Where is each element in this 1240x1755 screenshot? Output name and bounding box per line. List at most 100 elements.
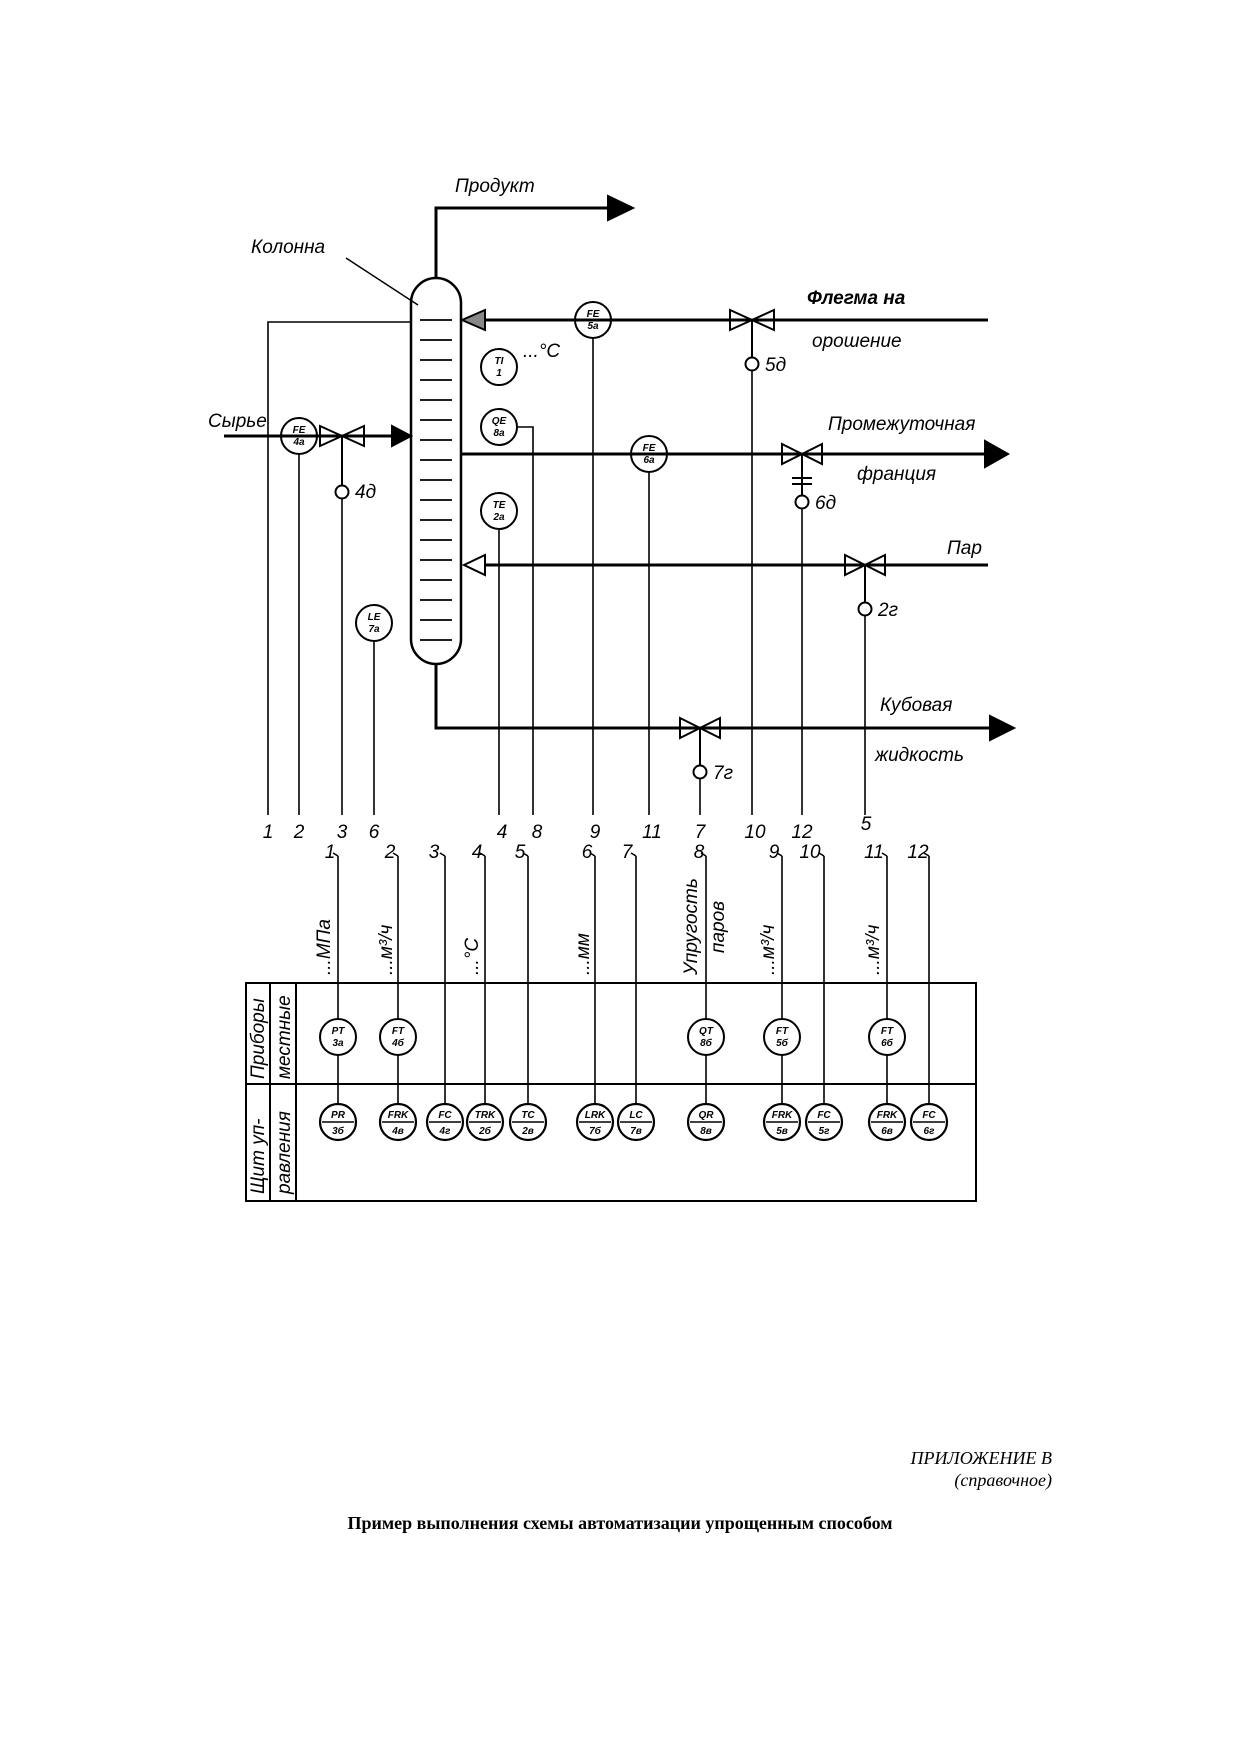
figure-caption: Пример выполнения схемы автоматизации уп… bbox=[347, 1513, 893, 1533]
local-instrument-letters: FT bbox=[881, 1026, 894, 1037]
intermediate-label-2: франция bbox=[857, 464, 936, 485]
panel-instruments: PR 3б FRK 4в FC 4г TRK 2б TC 2в LRK 7б L… bbox=[331, 1110, 936, 1137]
le-number: 7а bbox=[368, 624, 380, 635]
local-instrument-letters: FT bbox=[392, 1026, 405, 1037]
qe-number: 8а bbox=[493, 428, 505, 439]
lower-number: 9 bbox=[769, 842, 780, 863]
appendix-heading: ПРИЛОЖЕНИЕ В (справочное) bbox=[911, 1447, 1052, 1491]
local-instrument-letters: QT bbox=[699, 1026, 714, 1037]
control-panel-table bbox=[245, 982, 977, 1202]
actuator-6d-label: 6д bbox=[815, 493, 836, 514]
panel-instrument-number: 8в bbox=[700, 1126, 712, 1137]
unit-vapour-1: Упругость bbox=[681, 878, 702, 976]
intermediate-label-1: Промежуточная bbox=[828, 414, 975, 435]
unit-vapour-2: паров bbox=[708, 901, 729, 953]
reflux-line bbox=[459, 308, 988, 372]
bottoms-line bbox=[434, 664, 1017, 780]
upper-number: 10 bbox=[744, 822, 766, 843]
appendix-title: ПРИЛОЖЕНИЕ В bbox=[910, 1448, 1052, 1468]
le-letters: LE bbox=[368, 612, 381, 623]
panel-instrument-letters: FC bbox=[922, 1110, 936, 1121]
panel-instrument-number: 4в bbox=[391, 1126, 404, 1137]
upper-number: 5 bbox=[861, 814, 872, 835]
panel-row-labels: Приборы местные Щит уп- равления bbox=[248, 995, 295, 1195]
lower-number: 6 bbox=[582, 842, 593, 863]
fe5-letters: FE bbox=[587, 309, 600, 320]
actuator-4d-label: 4д bbox=[355, 482, 376, 503]
upper-number: 6 bbox=[369, 822, 380, 843]
row-local-label-2: местные bbox=[274, 995, 295, 1079]
lower-number: 5 bbox=[515, 842, 526, 863]
ti-letters: TI bbox=[495, 356, 504, 367]
fe4-letters: FE bbox=[293, 425, 306, 436]
lower-number: 12 bbox=[907, 842, 929, 863]
panel-instrument-number: 3б bbox=[332, 1125, 345, 1137]
reflux-label-1: Флегма на bbox=[807, 288, 906, 309]
upper-line-numbers: 1 2 3 6 4 8 9 11 7 10 12 5 bbox=[263, 814, 872, 843]
panel-instrument-number: 4г bbox=[439, 1126, 452, 1137]
upper-number: 7 bbox=[695, 822, 707, 843]
unit-flow-6: ...м³/ч bbox=[863, 925, 884, 975]
bottoms-label-1: Кубовая bbox=[880, 695, 952, 716]
reflux-label-2: орошение bbox=[812, 331, 902, 352]
panel-instrument-number: 2в bbox=[521, 1126, 534, 1137]
panel-instrument-letters: FC bbox=[438, 1110, 452, 1121]
unit-pressure: ...МПа bbox=[314, 919, 335, 975]
steam-label: Пар bbox=[947, 538, 982, 559]
local-instrument-number: 6б bbox=[881, 1037, 894, 1049]
panel-instrument-letters: LRK bbox=[585, 1110, 606, 1121]
upper-number: 11 bbox=[642, 822, 662, 843]
upper-number: 1 bbox=[263, 822, 274, 843]
feed-label: Сырье bbox=[208, 411, 267, 432]
panel-instrument-letters: QR bbox=[699, 1110, 715, 1121]
unit-temperature: ...°С bbox=[462, 938, 483, 975]
panel-instrument-number: 7б bbox=[589, 1125, 602, 1137]
panel-instrument-number: 5г bbox=[819, 1126, 831, 1137]
column-trays bbox=[420, 319, 452, 641]
local-instruments: PT 3а FT 4б QT 8б FT 5б FT 6б bbox=[332, 1026, 894, 1049]
local-instrument-number: 3а bbox=[332, 1038, 344, 1049]
actuator-7g-label: 7г bbox=[713, 763, 733, 784]
upper-number: 12 bbox=[791, 822, 813, 843]
panel-instrument-number: 7в bbox=[630, 1126, 642, 1137]
distillation-column bbox=[409, 276, 463, 666]
row-panel-label-1: Щит уп- bbox=[248, 1119, 269, 1195]
unit-flow-5: ...м³/ч bbox=[758, 925, 779, 975]
lower-number: 3 bbox=[429, 842, 440, 863]
lower-number: 1 bbox=[325, 842, 336, 863]
lower-number: 10 bbox=[799, 842, 821, 863]
fe6-number: 6а bbox=[643, 455, 655, 466]
panel-instrument-letters: FC bbox=[817, 1110, 831, 1121]
measurement-units: ...МПа ...м³/ч ...°С ...мм Упругость пар… bbox=[314, 878, 884, 976]
ti-unit: ...°С bbox=[523, 341, 560, 362]
te-number: 2а bbox=[492, 512, 505, 523]
upper-number: 4 bbox=[497, 822, 508, 843]
lower-number: 8 bbox=[694, 842, 705, 863]
fe6-letters: FE bbox=[643, 443, 656, 454]
local-instrument-number: 5б bbox=[776, 1037, 789, 1049]
unit-level: ...мм bbox=[573, 933, 594, 975]
automation-scheme-diagram: Продукт Колонна Флегма на орошение Сырье… bbox=[208, 176, 1017, 1202]
row-local-label-1: Приборы bbox=[248, 998, 269, 1079]
lower-number: 4 bbox=[472, 842, 483, 863]
product-label: Продукт bbox=[455, 176, 535, 197]
te-letters: TE bbox=[493, 500, 506, 511]
local-instrument-number: 8б bbox=[700, 1037, 713, 1049]
panel-instrument-number: 6г bbox=[924, 1126, 936, 1137]
panel-instrument-letters: PR bbox=[331, 1110, 346, 1121]
panel-instrument-letters: FRK bbox=[877, 1110, 898, 1121]
upper-number: 8 bbox=[532, 822, 543, 843]
feed-line bbox=[224, 424, 414, 500]
panel-instrument-letters: TC bbox=[521, 1110, 535, 1121]
upper-number: 2 bbox=[293, 822, 305, 843]
fe4-number: 4а bbox=[292, 437, 305, 448]
fe5-number: 5а bbox=[587, 321, 599, 332]
qe-letters: QE bbox=[492, 416, 507, 427]
panel-instrument-number: 6в bbox=[881, 1126, 893, 1137]
row-panel-label-2: равления bbox=[274, 1111, 295, 1195]
appendix-subtitle: (справочное) bbox=[954, 1470, 1052, 1490]
local-instrument-letters: PT bbox=[332, 1026, 346, 1037]
ti-number: 1 bbox=[496, 368, 502, 379]
local-instrument-number: 4б bbox=[391, 1037, 405, 1049]
panel-instrument-number: 2б bbox=[478, 1125, 492, 1137]
